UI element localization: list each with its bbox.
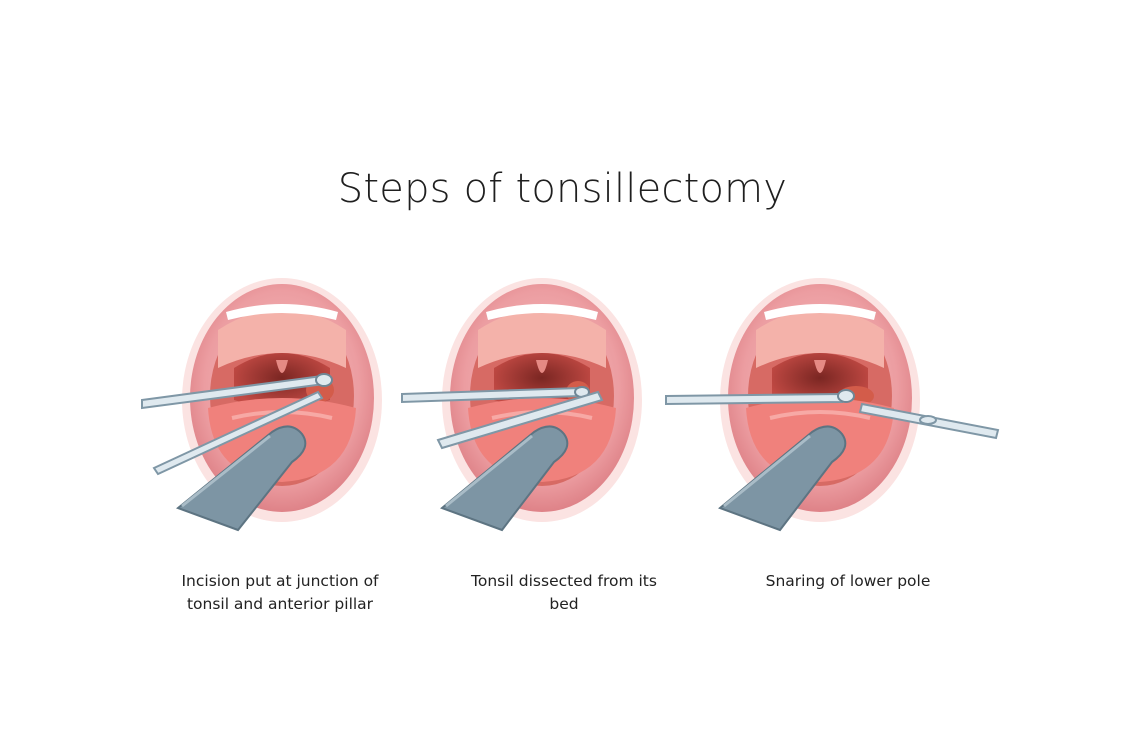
step-1-caption: Incision put at junction of tonsil and a… <box>160 570 400 616</box>
caption-line: Incision put at junction of <box>181 572 379 590</box>
tongue-depressor-icon <box>718 425 847 532</box>
caption-line: Tonsil dissected from its <box>471 572 657 590</box>
teeth-icon <box>486 304 598 320</box>
step-3-caption: Snaring of lower pole <box>728 570 968 593</box>
step-3-illustration <box>665 268 1000 548</box>
scalpel-icon <box>152 390 324 476</box>
dissector-icon <box>436 390 604 450</box>
teeth-icon <box>764 304 876 320</box>
mouth-snare-lower-pole-illustration-icon <box>665 278 1000 532</box>
caption-line: tonsil and anterior pillar <box>186 595 374 613</box>
tongue-depressor-icon <box>175 425 307 532</box>
tongue-depressor-icon <box>440 425 569 532</box>
step-2-caption: Tonsil dissected from its bed <box>444 570 684 616</box>
mouth-forceps-incision-illustration-icon <box>141 278 382 532</box>
step-1-illustration <box>141 268 422 548</box>
caption-line: bed <box>549 595 579 613</box>
forceps-icon <box>665 392 843 406</box>
caption-line: Snaring of lower pole <box>765 572 931 590</box>
teeth-icon <box>226 304 338 320</box>
mouth-tonsil-dissection-illustration-icon <box>401 278 642 532</box>
step-2-illustration <box>401 268 682 548</box>
slide-title: Steps of tonsillectomy <box>337 166 788 212</box>
